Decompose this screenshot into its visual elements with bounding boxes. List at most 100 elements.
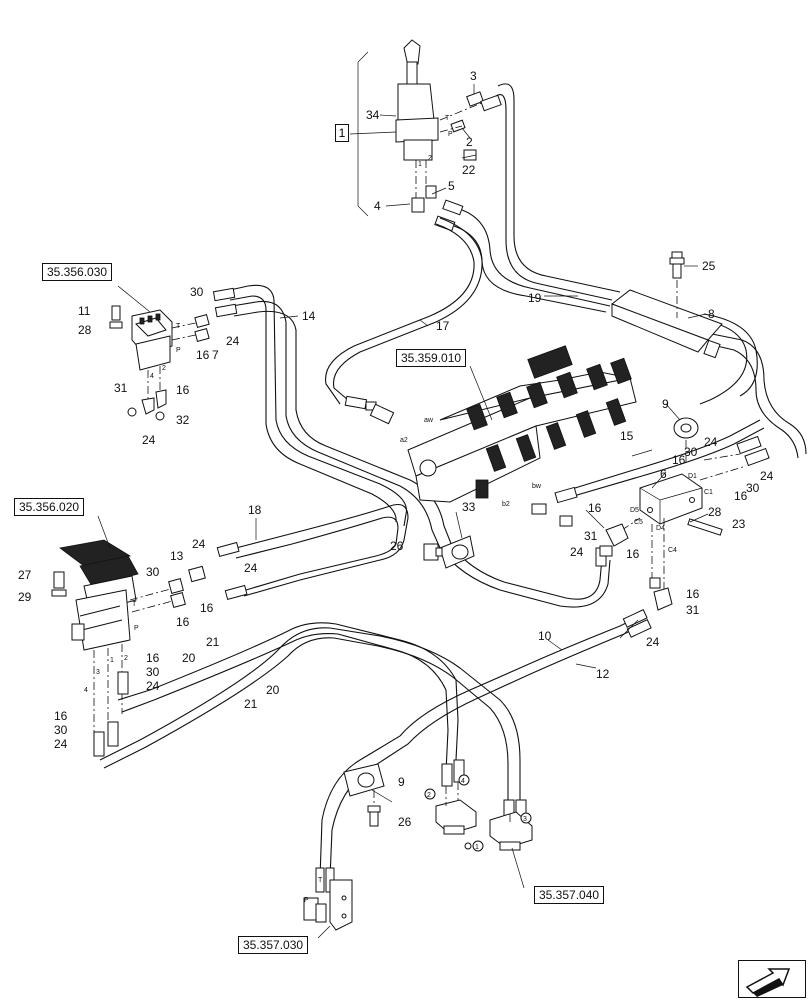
callout-9-lower: 9 xyxy=(398,775,405,789)
port-t-upper: T xyxy=(176,323,181,330)
port-2-joystick: 2 xyxy=(428,155,432,162)
ref-35-356-020[interactable]: 35.356.020 xyxy=(14,498,85,516)
hose-15 xyxy=(554,419,770,504)
callout-16-left-b: 16 xyxy=(176,615,190,629)
port-p-joystick: P xyxy=(448,131,453,138)
port-d1: D1 xyxy=(688,473,697,480)
callout-20-b: 20 xyxy=(266,683,280,697)
port-b2: b2 xyxy=(502,501,510,508)
callout-34: 34 xyxy=(366,108,380,122)
lower-bracket xyxy=(303,879,353,931)
callout-16-lower-b: 16 xyxy=(54,709,68,723)
callout-17: 17 xyxy=(436,319,450,333)
group-label: 1 xyxy=(335,124,349,142)
callout-2: 2 xyxy=(466,135,473,149)
callout-8: 8 xyxy=(708,307,715,321)
callout-3: 3 xyxy=(470,69,477,83)
ref-35-359-010[interactable]: 35.359.010 xyxy=(396,349,467,367)
hoses-10-12-20-21 xyxy=(99,609,652,893)
joystick-fittings xyxy=(411,91,502,232)
callout-11: 11 xyxy=(78,304,91,318)
port-1-pedal: 1 xyxy=(110,657,114,664)
callout-30-left: 30 xyxy=(146,565,160,579)
hose-17 xyxy=(325,217,483,411)
port-c1: C1 xyxy=(704,489,713,496)
callout-24-right-c: 24 xyxy=(646,635,660,649)
marker-1: 1 xyxy=(475,844,479,851)
reference-leaders xyxy=(97,131,525,939)
marker-2: 2 xyxy=(427,792,431,799)
callout-33: 33 xyxy=(462,500,476,514)
hose-18 xyxy=(216,503,409,601)
callout-15: 15 xyxy=(620,429,634,443)
port-c4: C4 xyxy=(668,547,677,554)
port-a2: a2 xyxy=(400,437,408,444)
port-t-bracket: T xyxy=(318,877,323,884)
callout-10: 10 xyxy=(538,629,552,643)
next-page-arrow-icon xyxy=(745,968,791,997)
callout-13: 13 xyxy=(170,549,184,563)
marker-3: 3 xyxy=(523,816,527,823)
port-c5: C5 xyxy=(634,519,643,526)
callout-16-right-a: 16 xyxy=(672,453,686,467)
callout-5: 5 xyxy=(448,179,455,193)
ref-35-357-030[interactable]: 35.357.030 xyxy=(238,936,309,954)
callout-24-lower-b: 24 xyxy=(54,737,68,751)
callout-16-left-a: 16 xyxy=(200,601,214,615)
port-d5: D5 xyxy=(630,507,639,514)
callout-25: 25 xyxy=(702,259,716,273)
callout-30-lower-b: 30 xyxy=(54,723,68,737)
callout-24-right-b: 24 xyxy=(760,469,774,483)
port-t-pedal: T xyxy=(132,601,137,608)
callout-28-upper: 28 xyxy=(78,323,92,337)
port-p-bracket: P xyxy=(304,897,309,904)
callout-30-right-a: 30 xyxy=(684,445,698,459)
callout-24-mid: 24 xyxy=(570,545,584,559)
port-t-joystick: T xyxy=(445,115,450,122)
clamp-33 xyxy=(423,535,475,569)
group-bracket xyxy=(357,51,369,217)
callout-23: 23 xyxy=(732,517,746,531)
callout-16-mid-b: 16 xyxy=(626,547,640,561)
next-page-button[interactable] xyxy=(738,960,806,998)
main-control-valve xyxy=(369,345,637,527)
port-aw: aw xyxy=(424,417,434,424)
callout-24-upper: 24 xyxy=(226,334,240,348)
callout-14: 14 xyxy=(302,309,316,323)
callout-27: 27 xyxy=(18,568,32,582)
circled-markers: 2 4 1 3 xyxy=(424,774,532,852)
callout-29: 29 xyxy=(18,590,32,604)
joystick-34 xyxy=(395,39,439,210)
clamp-9-upper xyxy=(673,417,699,462)
callout-31-mid: 31 xyxy=(584,529,598,543)
elbow-fittings-block xyxy=(599,523,673,611)
callout-24-lower-a: 24 xyxy=(146,679,160,693)
clamp-9-lower xyxy=(343,763,385,827)
callout-6: 6 xyxy=(660,467,667,481)
manifold-block-6 xyxy=(621,453,747,590)
callout-31-right: 31 xyxy=(686,603,700,617)
port-labels: T P 1 2 T P 4 2 T P 1 3 2 4 aw a2 bw b2 … xyxy=(84,115,713,904)
bolt-25 xyxy=(669,251,685,318)
ref-35-356-030[interactable]: 35.356.030 xyxy=(42,263,113,281)
callout-12: 12 xyxy=(596,667,610,681)
marker-4: 4 xyxy=(461,778,465,785)
callout-19: 19 xyxy=(528,291,542,305)
port-3-pedal: 3 xyxy=(96,669,100,676)
callout-28-right: 28 xyxy=(708,505,722,519)
port-d4: D4 xyxy=(656,525,665,532)
port-1-upper: 4 xyxy=(150,373,154,380)
callout-22: 22 xyxy=(462,163,476,177)
callout-16-mid: 16 xyxy=(588,501,602,515)
callout-16-lower-a: 16 xyxy=(146,651,160,665)
callout-24-upper-b: 24 xyxy=(142,433,156,447)
callout-20-a: 20 xyxy=(182,651,196,665)
callout-24-left-a: 24 xyxy=(192,537,206,551)
callout-16-upper: 16 xyxy=(196,348,210,362)
port-1-joystick: 1 xyxy=(418,161,422,168)
callout-21-a: 21 xyxy=(206,635,220,649)
callout-30-lower-a: 30 xyxy=(146,665,160,679)
callout-16-upper-b: 16 xyxy=(176,383,190,397)
ref-35-357-040[interactable]: 35.357.040 xyxy=(534,886,605,904)
callout-32: 32 xyxy=(176,413,190,427)
